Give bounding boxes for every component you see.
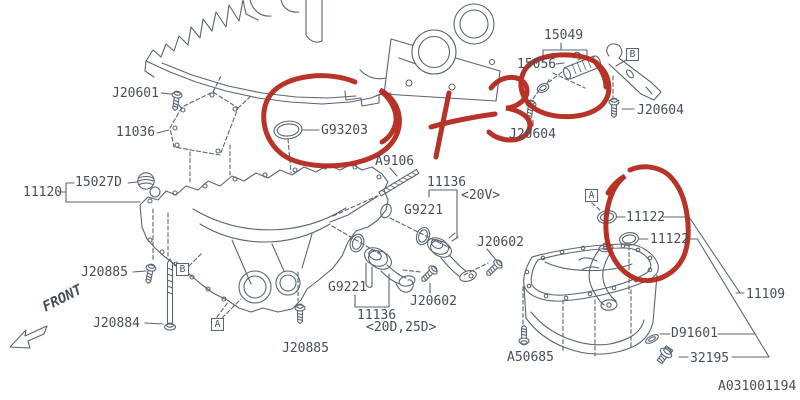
oil-separator-cover — [169, 75, 252, 156]
label-32195: 32195 — [690, 351, 730, 366]
label-11122-a: 11122 — [626, 210, 666, 225]
lower-oil-pan — [523, 242, 659, 355]
label-j20884: J20884 — [93, 316, 140, 331]
label-d91601: D91601 — [671, 326, 718, 341]
long-bolt-j20884 — [163, 258, 177, 331]
label-11122-b: 11122 — [650, 232, 690, 247]
label-11136-20d25d: 11136 — [357, 308, 397, 323]
gasket-d91601 — [645, 334, 659, 344]
label-a50685: A50685 — [507, 350, 554, 365]
label-j20885-upper: J20885 — [81, 265, 128, 280]
label-j20885-lower: J20885 — [282, 341, 329, 356]
fasteners-and-seals — [137, 89, 674, 365]
label-15056: 15056 — [517, 57, 557, 72]
diagram-number: A031001194 — [718, 379, 797, 394]
red-circle-g93203 — [261, 73, 402, 169]
plug-15027d — [137, 172, 155, 190]
hose-clamp — [536, 79, 550, 93]
label-15027d: 15027D — [75, 175, 122, 190]
label-j20601: J20601 — [112, 86, 159, 101]
label-g9221-bottom: G9221 — [328, 280, 368, 295]
ref-box-a-right: A — [585, 189, 598, 202]
label-g93203: G93203 — [321, 123, 368, 138]
ref-box-b-left: B — [176, 263, 189, 276]
oring-g9221-bottom — [349, 233, 365, 253]
oring-g93203 — [273, 120, 303, 140]
label-11109: 11109 — [746, 287, 786, 302]
dipstick-tube — [578, 243, 618, 311]
label-qualifier-20d25d: <20D,25D> — [366, 320, 437, 335]
bolt-j20885-lower — [294, 303, 306, 325]
label-j20602-top: J20602 — [477, 235, 524, 250]
leader-lines — [58, 42, 770, 358]
label-qualifier-20v: <20V> — [461, 188, 501, 203]
ref-box-a-left: A — [211, 318, 224, 331]
label-a9106: A9106 — [375, 154, 415, 169]
bolt-j20602-top — [482, 257, 505, 280]
label-j20604-left: J20604 — [509, 127, 556, 142]
label-11136-20v: 11136 — [427, 175, 467, 190]
label-11120: 11120 — [23, 185, 63, 200]
red-circle-11122 — [603, 164, 691, 283]
label-g9221-top: G9221 — [404, 203, 444, 218]
drain-plug-32195 — [656, 345, 674, 365]
red-circle-15056 — [518, 52, 612, 120]
bolt-j20604-right — [608, 97, 620, 119]
bolt-j20885-upper — [142, 262, 158, 285]
bolt-j20601 — [169, 89, 184, 112]
bolt-j20602-bottom — [417, 263, 440, 286]
label-11036: 11036 — [116, 125, 156, 140]
oil-filler-pipe — [606, 43, 662, 101]
stud-a9106 — [378, 168, 420, 197]
engine-block — [144, 0, 501, 107]
front-arrow — [9, 325, 48, 349]
label-j20602-bottom: J20602 — [410, 294, 457, 309]
annotation-x3-handwriting — [428, 75, 533, 160]
oring-g9221-top — [415, 226, 431, 246]
red-annotations — [261, 52, 691, 283]
oil-strainer-20v — [426, 232, 477, 282]
label-15049: 15049 — [544, 28, 584, 43]
label-j20604-right: J20604 — [637, 103, 684, 118]
ref-box-b-right: B — [626, 48, 639, 61]
bolt-a50685 — [518, 324, 530, 346]
oil-strainer-20d25d — [363, 247, 416, 293]
